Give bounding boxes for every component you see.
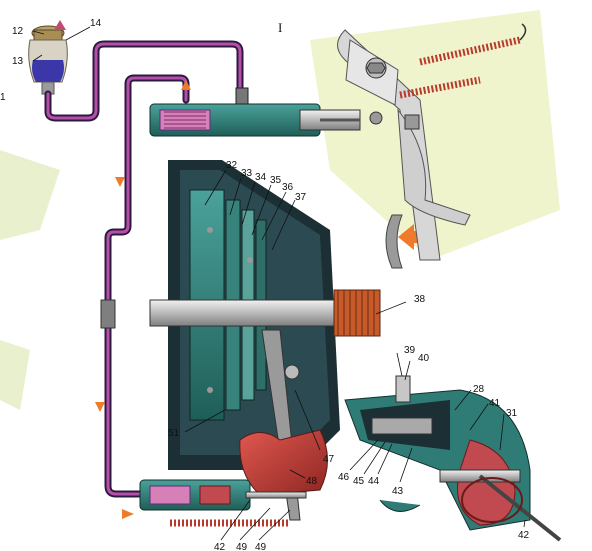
callout-39: 39 bbox=[404, 345, 416, 356]
callout-42-bottom-left: 42 bbox=[214, 542, 226, 551]
callout-49-right: 49 bbox=[255, 542, 267, 551]
side-number-label: 1 bbox=[0, 92, 6, 103]
callout-49-left: 49 bbox=[236, 542, 248, 551]
callout-12: 12 bbox=[12, 26, 24, 37]
release-fork bbox=[239, 329, 328, 521]
callout-33: 33 bbox=[241, 168, 253, 179]
callout-35: 35 bbox=[270, 175, 282, 186]
callout-32: 32 bbox=[226, 160, 238, 171]
callout-34: 34 bbox=[255, 172, 267, 183]
callout-48: 48 bbox=[306, 476, 318, 487]
roman-numeral-label: I bbox=[278, 20, 282, 35]
callout-40: 40 bbox=[418, 353, 430, 364]
flow-arrow-right-bottom bbox=[122, 509, 134, 519]
callout-44: 44 bbox=[368, 476, 380, 487]
callout-28: 28 bbox=[473, 384, 485, 395]
flow-arrow-down-upper bbox=[115, 177, 125, 187]
flow-arrow-up bbox=[181, 80, 191, 90]
hydraulic-lines bbox=[44, 40, 244, 498]
callout-45: 45 bbox=[353, 476, 365, 487]
clutch-housing bbox=[149, 160, 381, 470]
callout-42-bottom-right: 42 bbox=[518, 530, 530, 541]
pedal-force-arrow bbox=[398, 224, 422, 250]
callout-31: 31 bbox=[506, 408, 518, 419]
callout-36: 36 bbox=[282, 182, 294, 193]
callout-38: 38 bbox=[414, 294, 426, 305]
pedal-assembly bbox=[337, 23, 527, 269]
flow-arrow-down-lower bbox=[95, 402, 105, 412]
slave-cylinder-cutaway bbox=[344, 375, 562, 542]
leader-lines bbox=[32, 26, 526, 541]
callout-41: 41 bbox=[489, 398, 501, 409]
slave-cylinder bbox=[139, 479, 307, 527]
callout-51: 51 bbox=[168, 428, 180, 439]
callout-43: 43 bbox=[392, 486, 404, 497]
callout-labels: I 1 12 13 14 32 33 34 35 36 37 38 39 40 … bbox=[0, 18, 530, 551]
callout-14: 14 bbox=[90, 18, 102, 29]
callout-13: 13 bbox=[12, 56, 24, 67]
callout-37: 37 bbox=[295, 192, 307, 203]
fluid-reservoir bbox=[28, 20, 68, 95]
master-cylinder bbox=[149, 87, 361, 137]
callout-47: 47 bbox=[323, 454, 335, 465]
callout-46: 46 bbox=[338, 472, 350, 483]
